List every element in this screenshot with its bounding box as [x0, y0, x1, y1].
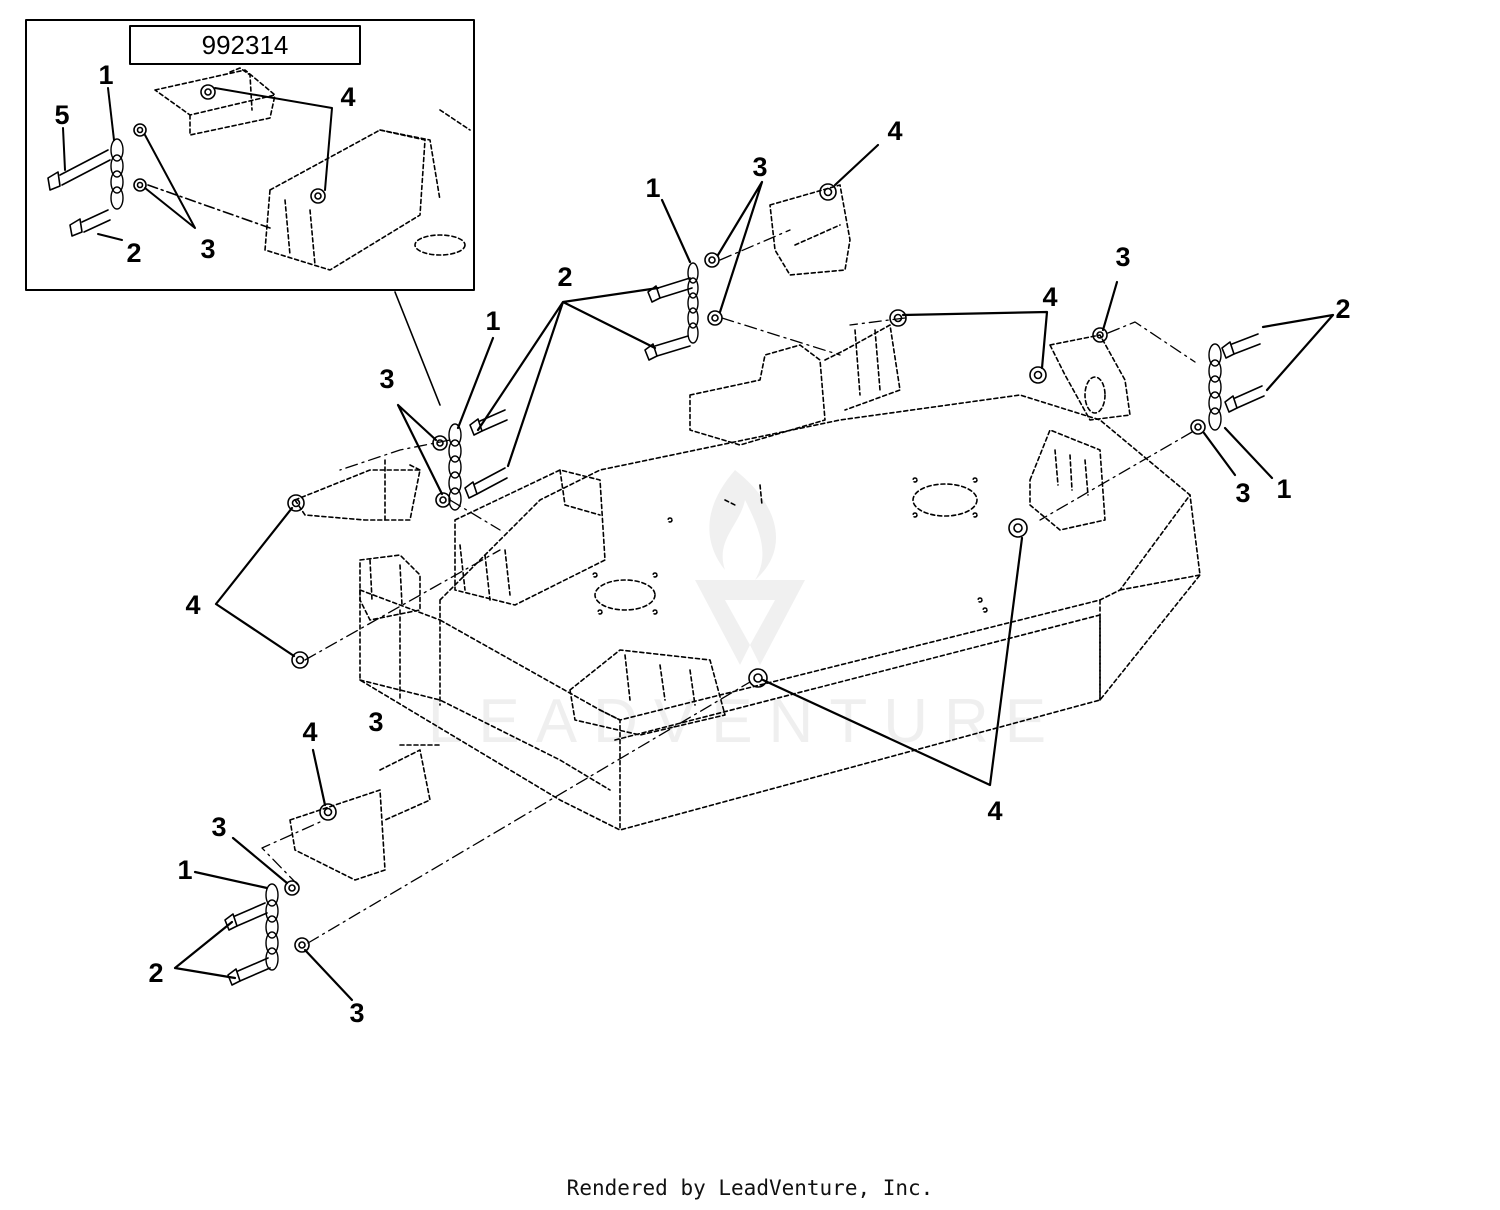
- inset-part-number: 992314: [202, 30, 289, 60]
- deck-spindle-opening-right: [912, 483, 978, 517]
- inset-nut-3b: [133, 178, 147, 192]
- callout-right-2: 2: [1335, 294, 1350, 324]
- inset-nut-3a: [133, 123, 147, 137]
- deck-bracket-front-left: [454, 469, 606, 606]
- nut-deck-4b: [748, 668, 768, 688]
- inset-bolt-5: [47, 149, 111, 191]
- nut-top-3a: [704, 252, 720, 268]
- nut-right-3a: [1092, 327, 1108, 343]
- callout-inset-1: 1: [98, 60, 113, 90]
- deck-bracket-left-side: [359, 554, 421, 621]
- callout-right-3a: 3: [1115, 242, 1130, 272]
- callout-bl-1: 1: [177, 855, 192, 885]
- inset-dash-line: [147, 184, 271, 229]
- callout-labels: 5 1 4 2 3 4 1 3 2 1 3 4 3 2 3 1 4 3 4 3 …: [54, 60, 1350, 1028]
- nut-top-3b: [707, 310, 723, 326]
- nut-bl-3b: [294, 937, 310, 953]
- callout-bl-3b: 3: [349, 998, 364, 1028]
- inset-leaders: [62, 87, 333, 241]
- callout-inset-5: 5: [54, 100, 69, 130]
- bolt-top-lower: [644, 335, 691, 361]
- bolt-mid-lower: [464, 467, 508, 499]
- inset-pointer-line: [394, 291, 441, 406]
- bolt-bl-upper: [224, 902, 268, 931]
- footer-credit: Rendered by LeadVenture, Inc.: [566, 1176, 934, 1200]
- chain-mid: [448, 423, 462, 511]
- watermark-text: LEADVENTURE: [428, 687, 1062, 756]
- hanger-arm-right: [1049, 334, 1131, 421]
- callout-top-3: 3: [752, 152, 767, 182]
- leadventure-watermark: LEADVENTURE: [428, 470, 1062, 756]
- inset-nut-4a: [200, 84, 216, 100]
- watermark-v-shape: [695, 580, 805, 665]
- chain-bottom-left: [265, 883, 279, 971]
- callout-right-3b: 3: [1235, 478, 1250, 508]
- callout-bottom-4: 4: [987, 796, 1002, 826]
- bolt-bl-lower: [227, 957, 271, 986]
- leader-lines: [173, 143, 1335, 1002]
- deck-skirt: [359, 494, 1201, 831]
- callout-inset-4: 4: [340, 82, 355, 112]
- callout-left-4: 4: [185, 590, 200, 620]
- bolt-right-upper: [1221, 333, 1261, 359]
- callout-inset-3: 3: [200, 234, 215, 264]
- callout-top-1: 1: [645, 173, 660, 203]
- inset-part-number-box: [129, 25, 361, 65]
- deck-spindle-opening-center: [594, 579, 656, 611]
- callout-right-4: 4: [1042, 282, 1057, 312]
- chain-right: [1208, 343, 1222, 431]
- assembly-lines: [261, 229, 1196, 944]
- callout-bl-2: 2: [148, 958, 163, 988]
- callout-bl-4: 4: [302, 717, 317, 747]
- callout-mid-2: 2: [557, 262, 572, 292]
- inset-chain-1: [110, 138, 124, 210]
- bolt-top-upper: [647, 277, 693, 303]
- hanger-arm-bottom-left: [289, 744, 441, 881]
- inset-bolt-2: [69, 209, 111, 237]
- callout-deck-3: 3: [368, 707, 383, 737]
- nut-right-3b: [1190, 419, 1206, 435]
- deck-bracket-rear-right: [1029, 429, 1106, 531]
- callout-mid-3: 3: [379, 364, 394, 394]
- mower-deck: [359, 394, 1201, 831]
- nut-top-4: [819, 183, 837, 201]
- hanger-arm-left: [294, 459, 421, 521]
- bolt-right-lower: [1224, 385, 1265, 413]
- watermark-flame-shape: [709, 470, 777, 580]
- inset-nut-4b: [310, 188, 326, 204]
- nut-mid-3b: [435, 492, 451, 508]
- nut-bl-4: [319, 803, 337, 821]
- nut-right-4b: [1029, 366, 1047, 384]
- hanger-arm-top: [769, 184, 851, 276]
- callout-right-1: 1: [1276, 474, 1291, 504]
- callout-inset-2: 2: [126, 238, 141, 268]
- nut-bl-3a: [284, 880, 300, 896]
- nut-left-4a: [287, 494, 305, 512]
- nut-deck-4a: [1008, 518, 1028, 538]
- callout-bl-3a: 3: [211, 812, 226, 842]
- callout-mid-1: 1: [485, 306, 500, 336]
- chain-top: [687, 262, 699, 344]
- deck-top-plate: [439, 394, 1191, 721]
- inset-detail: [25, 19, 475, 291]
- callout-top-4: 4: [887, 116, 902, 146]
- inset-bracket: [154, 67, 471, 271]
- nut-left-4b: [291, 651, 309, 669]
- inset-frame: [25, 19, 475, 291]
- deck-bracket-rear-left: [689, 324, 901, 446]
- deck-bracket-front-center: [569, 649, 726, 736]
